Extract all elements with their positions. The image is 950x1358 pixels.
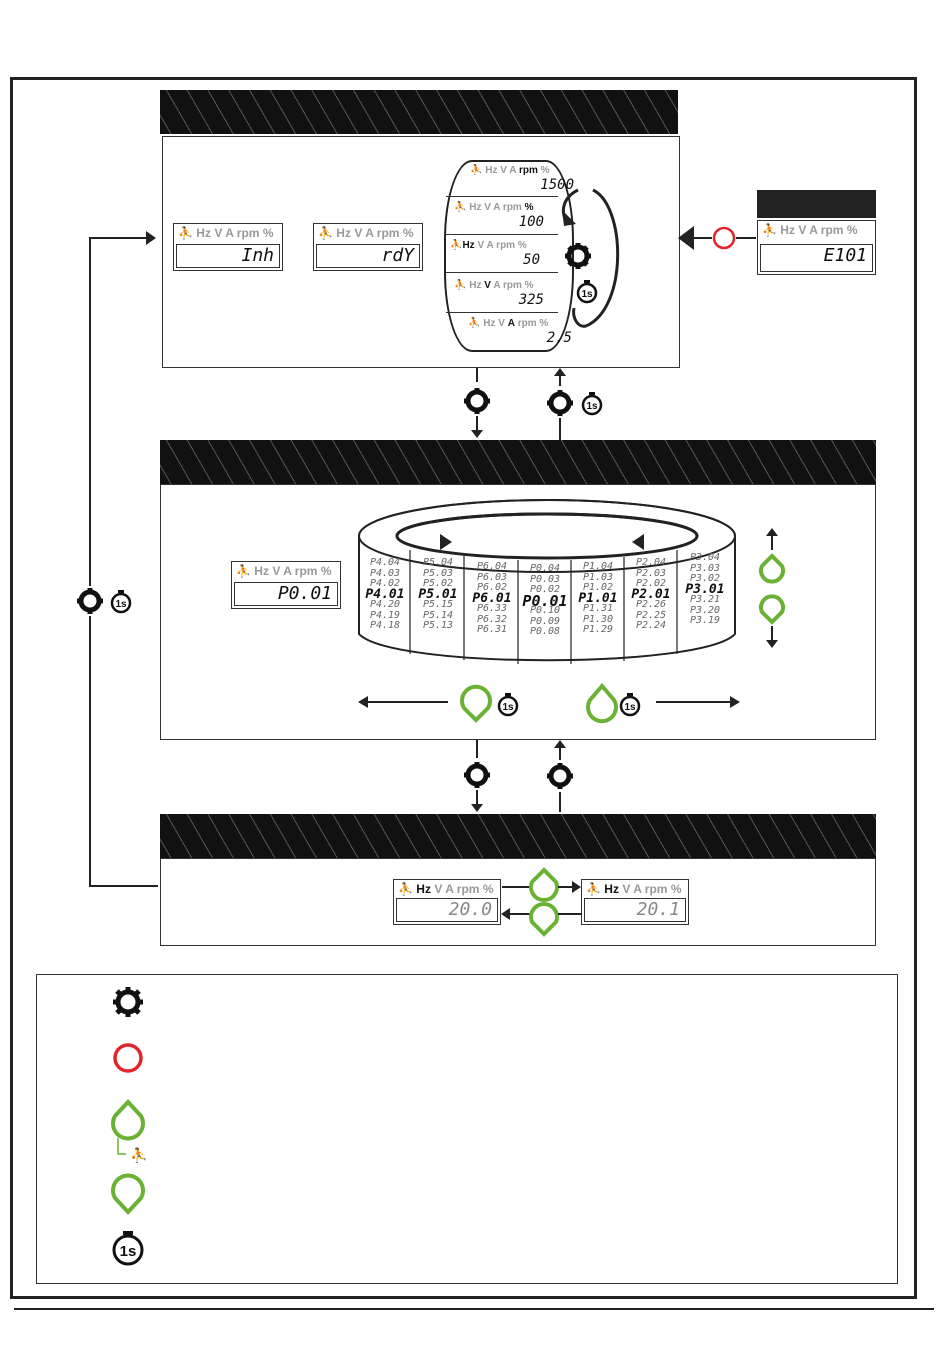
carousel-left-right-controls: 1s 1s xyxy=(358,682,740,724)
svg-text:1s: 1s xyxy=(502,702,514,713)
green-drop-up-icon xyxy=(586,682,618,724)
stopwatch-1s-icon: 1s xyxy=(619,693,641,717)
gear-icon xyxy=(77,588,103,614)
gear-icon xyxy=(464,388,490,414)
gear-icon xyxy=(547,390,573,416)
drum-row-percent: ⛹ Hz V A rpm %100 xyxy=(454,202,544,230)
green-drop-down-icon xyxy=(111,1173,145,1215)
error-header xyxy=(757,190,876,218)
green-drop-up-icon xyxy=(111,1099,145,1141)
error-reset-arrow xyxy=(678,226,756,250)
lcd-value: P0.01 xyxy=(234,582,338,606)
top-middle-connectors: 1s xyxy=(464,368,603,440)
lcd-parameter: ⛹ Hz V A rpm % P0.01 xyxy=(231,561,341,609)
drum-row-rpm: ⛹ Hz V A rpm %1500 xyxy=(470,165,574,193)
svg-text:1s: 1s xyxy=(586,401,598,412)
stopwatch-1s-icon: 1s xyxy=(581,392,603,416)
lcd-units-label: ⛹ Hz V A rpm % xyxy=(318,226,414,240)
svg-text:1s: 1s xyxy=(581,289,593,300)
lcd-value: rdY xyxy=(316,244,420,268)
lcd-units-label: ⛹ Hz V A rpm % xyxy=(586,882,682,896)
drum-rotation-arrow xyxy=(561,188,620,328)
svg-text:1s: 1s xyxy=(120,1243,137,1260)
stopwatch-1s-icon: 1s xyxy=(112,1231,144,1266)
stopwatch-1s-icon: 1s xyxy=(576,280,598,304)
drum-divider xyxy=(446,312,558,313)
lcd-units-label: ⛹ Hz V A rpm % xyxy=(178,226,274,240)
red-circle-icon xyxy=(712,226,736,250)
lcd-inh: ⛹ Hz V A rpm % Inh xyxy=(173,223,283,271)
top-section-header xyxy=(160,90,678,134)
legend-box xyxy=(36,974,898,1284)
drum-row-amp: ⛹ Hz V A rpm %2.5 xyxy=(468,318,572,346)
lcd-value-before: ⛹ Hz V A rpm % 20.0 xyxy=(393,879,501,925)
lcd-value: 20.0 xyxy=(396,898,498,922)
bottom-section-header xyxy=(160,814,876,858)
display-drum xyxy=(444,160,574,352)
green-drop-down-icon xyxy=(759,594,785,625)
drum-divider xyxy=(446,234,558,235)
green-drop-down-icon xyxy=(460,684,492,723)
bottom-panel xyxy=(160,858,876,946)
stopwatch-1s-icon: 1s xyxy=(497,693,519,717)
svg-text:1s: 1s xyxy=(115,599,127,610)
gear-icon xyxy=(547,763,573,789)
drum-row-hz: ⛹Hz V A rpm %50 xyxy=(450,240,540,268)
green-drop-up-icon xyxy=(759,553,785,584)
lcd-units-label: ⛹ Hz V A rpm % xyxy=(398,882,494,896)
gear-icon xyxy=(464,762,490,788)
green-drop-down-icon xyxy=(529,902,559,937)
lcd-value: 20.1 xyxy=(584,898,686,922)
parameter-carousel xyxy=(358,499,736,664)
footer-rule xyxy=(14,1308,934,1310)
outer-frame xyxy=(10,77,917,1299)
lcd-units-label: ⛹ Hz V A rpm % xyxy=(236,564,332,578)
legend-icons: ⛹ 1s xyxy=(111,987,147,1266)
lcd-value-after: ⛹ Hz V A rpm % 20.1 xyxy=(581,879,689,925)
lcd-value: Inh xyxy=(176,244,280,268)
stopwatch-1s-icon: 1s xyxy=(110,590,132,614)
green-drop-up-icon xyxy=(529,867,559,902)
red-circle-icon xyxy=(113,1043,143,1073)
drum-divider xyxy=(446,196,558,197)
drum-divider xyxy=(446,272,558,273)
gear-icon xyxy=(565,243,591,269)
runner-icon: ⛹ xyxy=(130,1146,147,1164)
value-increment-decrement xyxy=(501,867,582,937)
gear-icon xyxy=(113,987,143,1017)
middle-section-header xyxy=(160,440,876,484)
lcd-value: E101 xyxy=(760,244,873,272)
return-loop-arrow: 1s xyxy=(76,231,158,887)
scroll-up-down-buttons xyxy=(759,528,785,648)
lcd-rdy: ⛹ Hz V A rpm % rdY xyxy=(313,223,423,271)
middle-bottom-connectors xyxy=(464,740,573,812)
lcd-error: ⛹ Hz V A rpm % E101 xyxy=(757,220,876,275)
drum-row-volt: ⛹ Hz V A rpm %325 xyxy=(454,280,544,308)
svg-text:1s: 1s xyxy=(624,702,636,713)
lcd-units-label: ⛹ Hz V A rpm % xyxy=(762,223,858,237)
